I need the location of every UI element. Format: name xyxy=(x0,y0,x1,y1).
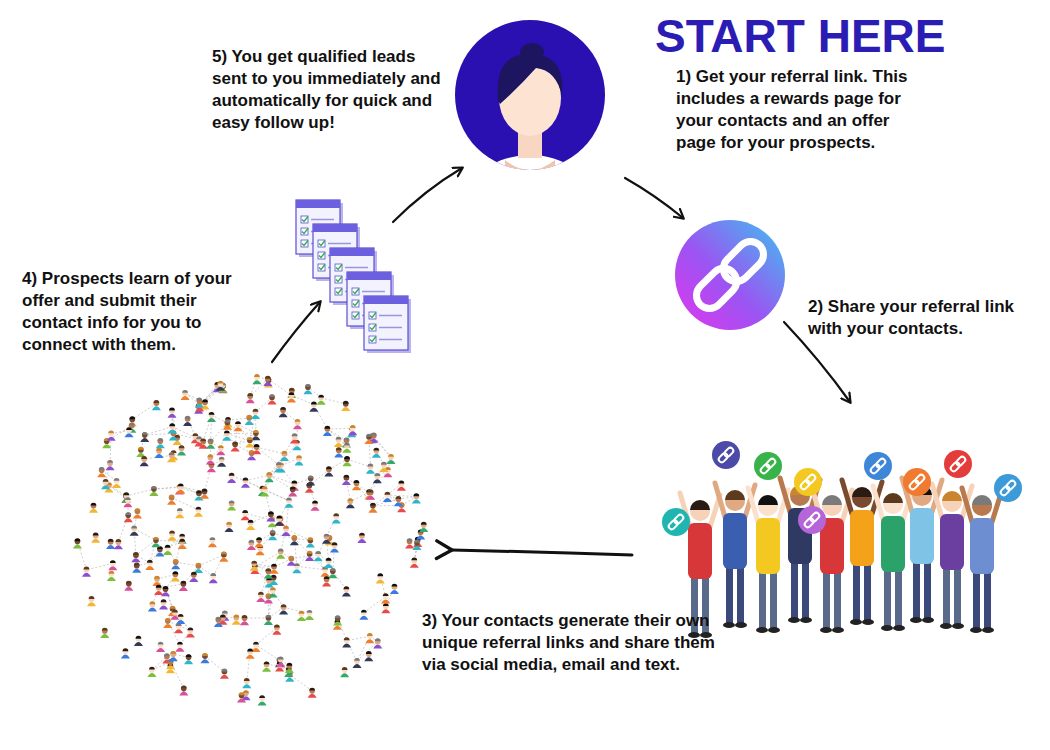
people-crowd xyxy=(662,441,1022,638)
network-crowd xyxy=(73,374,428,705)
step-note: 2) Share your referral link with your co… xyxy=(808,296,1044,340)
link-icon xyxy=(675,220,785,330)
step-note: 5) You get qualified leads sent to you i… xyxy=(212,46,452,134)
step-note: 4) Prospects learn of your offer and sub… xyxy=(22,268,254,356)
lead-forms xyxy=(296,200,411,353)
flow-arrows xyxy=(272,168,850,555)
avatar xyxy=(455,20,605,245)
step-note: 1) Get your referral link. This includes… xyxy=(676,66,926,154)
step-note: 3) Your contacts generate their own uniq… xyxy=(422,610,722,676)
title: START HERE xyxy=(655,10,946,62)
